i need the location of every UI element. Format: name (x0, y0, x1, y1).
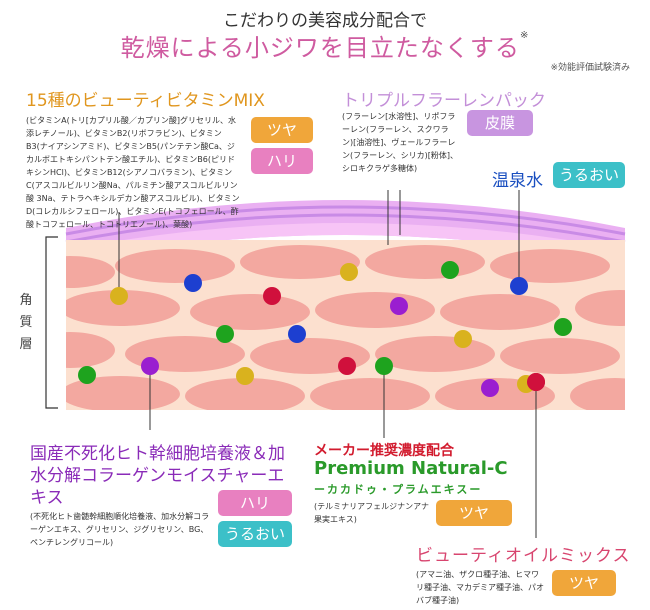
badge-tsuya-2: ツヤ (436, 500, 512, 526)
dot-green (78, 366, 96, 384)
badge-hari-2: ハリ (218, 490, 292, 516)
dot-blue (288, 325, 306, 343)
triple-title: トリプルフラーレンパック (342, 91, 546, 111)
layer-label: 角質層 (19, 293, 33, 352)
vitamin-desc: (ビタミンA(トリ[カプリル酸／カプリン酸]グリセリル、水添レチノール)、ビタミ… (26, 116, 240, 229)
dot-blue (510, 277, 528, 295)
badge-tsuya-3: ツヤ (552, 570, 616, 596)
dot-green (216, 325, 234, 343)
dot-violet (481, 379, 499, 397)
header-line2: 乾燥による小ジワを目立たなくする※ (0, 28, 650, 63)
badge-uruoi: うるおい (553, 162, 625, 188)
oil-desc: (アマニ油、ザクロ種子油、ヒマワリ種子油、マカデミア種子油、パオバブ種子油) (416, 570, 544, 605)
dot-violet (390, 297, 408, 315)
dot-gold (110, 287, 128, 305)
header-line1: こだわりの美容成分配合で (223, 11, 427, 31)
header-main-text: 乾燥による小ジワを目立たなくする (120, 34, 520, 62)
dot-green (554, 318, 572, 336)
efficacy-note: ※効能評価試験済み (550, 63, 630, 73)
ingredient-dots (78, 261, 572, 397)
badge-uruoi-2: うるおい (218, 521, 292, 547)
film-stripe-2 (65, 213, 626, 244)
badge-hari: ハリ (251, 148, 313, 174)
vitamin-title: 15種のビューティビタミンMIX (26, 91, 265, 111)
dot-gold (236, 367, 254, 385)
dot-red (263, 287, 281, 305)
leader-lines (118, 190, 537, 538)
stem-desc: (不死化ヒト歯髄幹細胞順化培養液、加水分解コラーゲンエキス、グリセリン、ジグリセ… (30, 512, 210, 547)
oil-title: ビューティオイルミックス (416, 546, 631, 566)
dot-green (441, 261, 459, 279)
header-mark: ※ (519, 30, 530, 41)
onsen-title: 温泉水 (492, 171, 543, 191)
layer-bracket (45, 236, 58, 409)
dot-gold (454, 330, 472, 348)
badge-tsuya: ツヤ (251, 117, 313, 143)
triple-desc: (フラーレン[水溶性]、リポフラーレン(フラーレン、スクワラン)[油溶性]、ヴェ… (342, 112, 459, 173)
film-base (66, 223, 625, 262)
maker-title: Premium Natural-C (314, 458, 508, 479)
dot-red (338, 357, 356, 375)
dot-red-top (527, 373, 545, 391)
dot-violet (141, 357, 159, 375)
dot-green (375, 357, 393, 375)
maker-subtitle: ーカカドゥ・プラムエキスー (314, 483, 483, 496)
maker-label: メーカー推奨濃度配合 (314, 443, 454, 459)
badge-himaku: 皮膜 (467, 110, 533, 136)
skin-cells (66, 245, 625, 410)
maker-desc: (テルミナリアフェルジナンアナ果実エキス) (314, 502, 429, 524)
dot-gold (340, 263, 358, 281)
stem-title: 国産不死化ヒト幹細胞培養液＆加水分解コラーゲンモイスチャーエキス (30, 444, 285, 508)
film-stripe-1 (65, 205, 626, 236)
dot-blue (184, 274, 202, 292)
